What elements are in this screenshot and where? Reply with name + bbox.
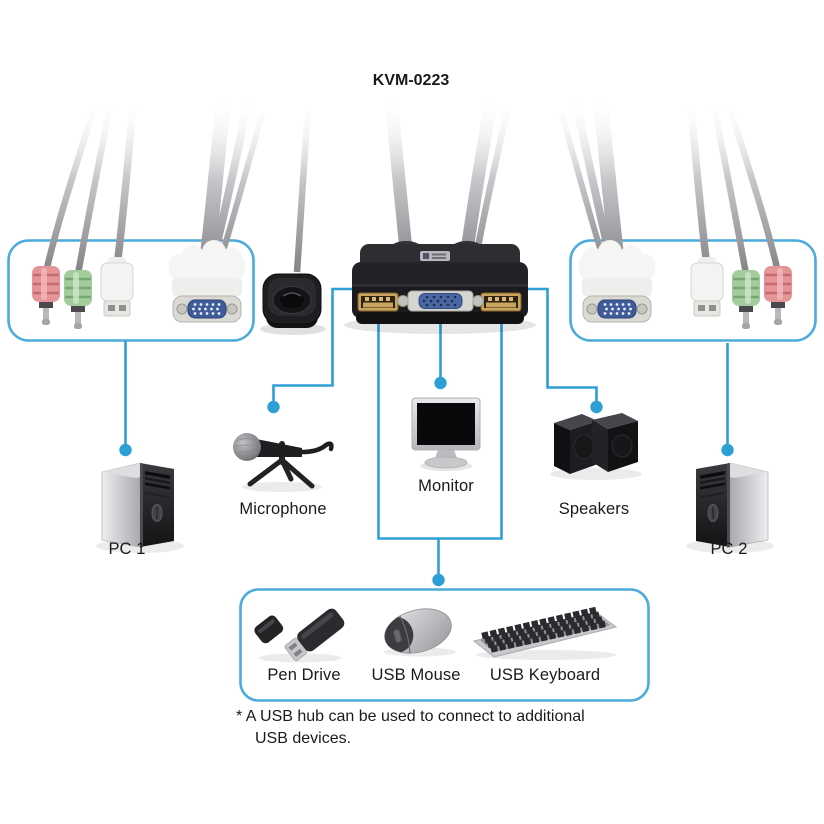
vga-plug-icon <box>169 240 245 323</box>
connection-lines <box>119 287 734 587</box>
green-jack-cable <box>74 107 114 275</box>
usb-keyboard-image <box>472 606 618 660</box>
kvm-logo <box>420 251 450 261</box>
pen-drive-image <box>254 608 345 663</box>
kvm-switch <box>344 241 536 334</box>
audio-jack-pink-icon <box>32 266 60 325</box>
usb-plug-cable <box>113 105 137 267</box>
monitor-image <box>411 397 481 471</box>
speakers-label: Speakers <box>558 500 630 518</box>
pc1-label: PC 1 <box>108 540 146 558</box>
usb-hub-dot <box>432 573 445 587</box>
kvm-usb-port-left <box>357 292 399 312</box>
microphone-image <box>233 433 334 492</box>
kvm-vga-port <box>397 290 484 312</box>
kvm-usb-port-right <box>480 292 522 312</box>
usb-plug-icon <box>100 257 134 317</box>
pc2-label: PC 2 <box>710 540 748 558</box>
monitor-label: Monitor <box>418 477 474 495</box>
left-connectors <box>32 97 266 329</box>
pen-drive-cap <box>254 615 284 644</box>
diagram-title: KVM-0223 <box>372 72 450 89</box>
usb-hub-footnote-line2: USB devices. <box>255 730 352 747</box>
speakers-line <box>522 287 598 407</box>
speakers-image <box>550 413 642 480</box>
pen-drive-label: Pen Drive <box>267 666 341 684</box>
kvm-cable-right <box>460 96 499 251</box>
vga-cable-strand2 <box>218 111 266 259</box>
audio-jack-green-icon <box>64 270 92 329</box>
usb-devices-box <box>239 588 650 702</box>
usb-hub-footnote-line1: * A USB hub can be used to connect to ad… <box>236 708 585 725</box>
kvm-cable-left <box>384 97 413 251</box>
monitor-dot <box>434 376 447 390</box>
usb-hub-line <box>377 314 503 540</box>
remote-switch-button <box>260 273 326 335</box>
pc1-dot <box>119 443 132 457</box>
microphone-line <box>272 287 360 407</box>
pink-jack-cable <box>42 107 98 273</box>
microphone-dot <box>267 400 280 414</box>
pc2-dot <box>721 443 734 457</box>
kvm-cable-strand <box>473 103 513 253</box>
kvm-top-cables <box>384 96 513 253</box>
microphone-label: Microphone <box>239 500 327 518</box>
usb-mouse-label: USB Mouse <box>371 666 461 684</box>
speakers-dot <box>590 400 603 414</box>
usb-keyboard-label: USB Keyboard <box>489 666 601 684</box>
remote-cable <box>293 109 312 273</box>
pen-drive-body <box>284 608 345 662</box>
